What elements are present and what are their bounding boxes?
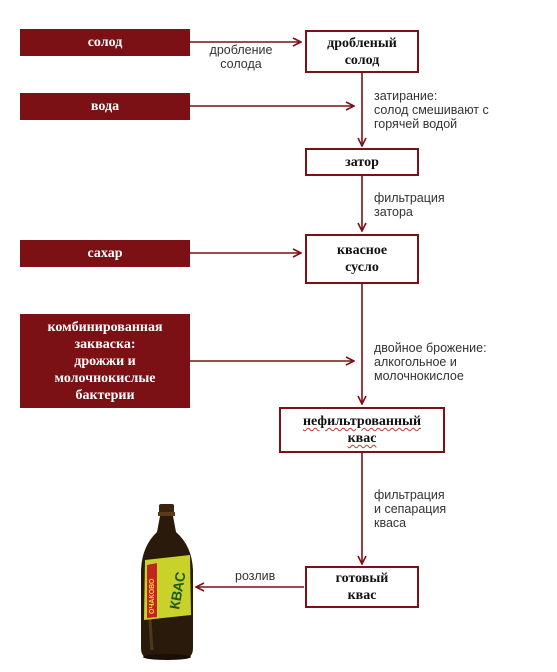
input-starter: комбинированная закваска: дрожжи и молоч… (20, 314, 190, 408)
product-finished-kvass: готовый квас (305, 566, 419, 608)
bottle-cap (159, 504, 174, 514)
bottle-brand-text: ОЧАКОВО (149, 578, 156, 614)
input-malt: солод (20, 29, 190, 56)
product-mash: затор (305, 148, 419, 176)
kvass-bottle-image: ОЧАКОВО КВАС (141, 504, 193, 660)
step-bottling-label: розлив (235, 569, 276, 583)
input-water: вода (20, 93, 190, 120)
product-wort: квасное сусло (305, 234, 419, 284)
step-mashing-label: затирание: солод смешивают с горячей вод… (374, 89, 489, 131)
step-wort-filtration-label: фильтрация затора (374, 191, 445, 219)
bottle-label-text: КВАС (166, 570, 188, 610)
product-crushed-malt: дробленый солод (305, 30, 419, 73)
product-unfiltered-kvass: нефильтрованный квас (279, 407, 445, 453)
input-sugar: сахар (20, 240, 190, 267)
step-separation-label: фильтрация и сепарация кваса (374, 488, 447, 530)
step-crushing-label: дробление солода (209, 43, 273, 71)
step-fermentation-label: двойное брожение: алкогольное и молочнок… (374, 341, 487, 383)
